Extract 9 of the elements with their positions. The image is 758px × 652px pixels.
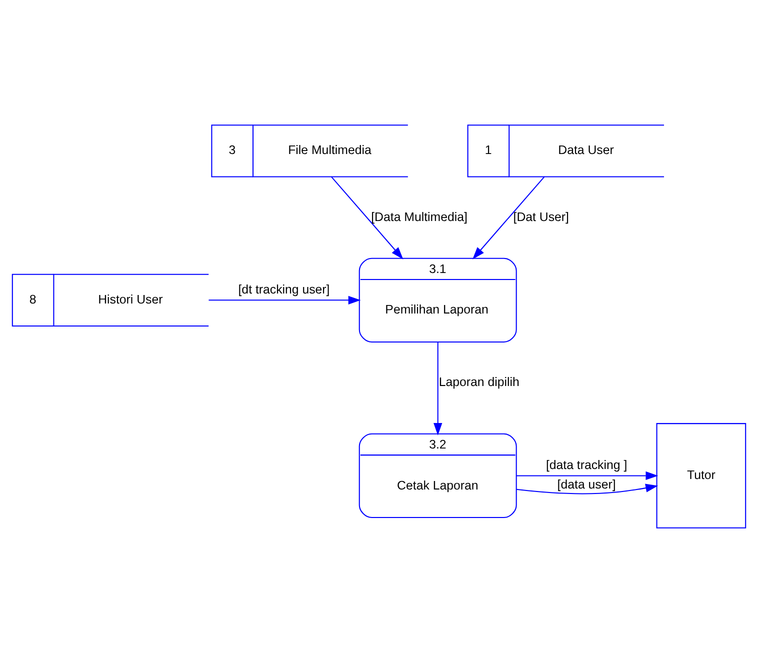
edge-label: [data tracking ] xyxy=(546,458,628,472)
edge-label: Laporan dipilih xyxy=(438,374,520,388)
edge-label: [Dat User] xyxy=(513,209,569,224)
edge-label: [Data Multimedia] xyxy=(371,209,468,224)
node-text: 1 Data User xyxy=(484,142,614,157)
edge-label: [data user] xyxy=(557,477,616,492)
node-text: 3 File Multimedia xyxy=(228,142,372,157)
node-text: 8 Histori User xyxy=(29,292,163,306)
edge-label: [dt tracking user] xyxy=(238,282,330,296)
